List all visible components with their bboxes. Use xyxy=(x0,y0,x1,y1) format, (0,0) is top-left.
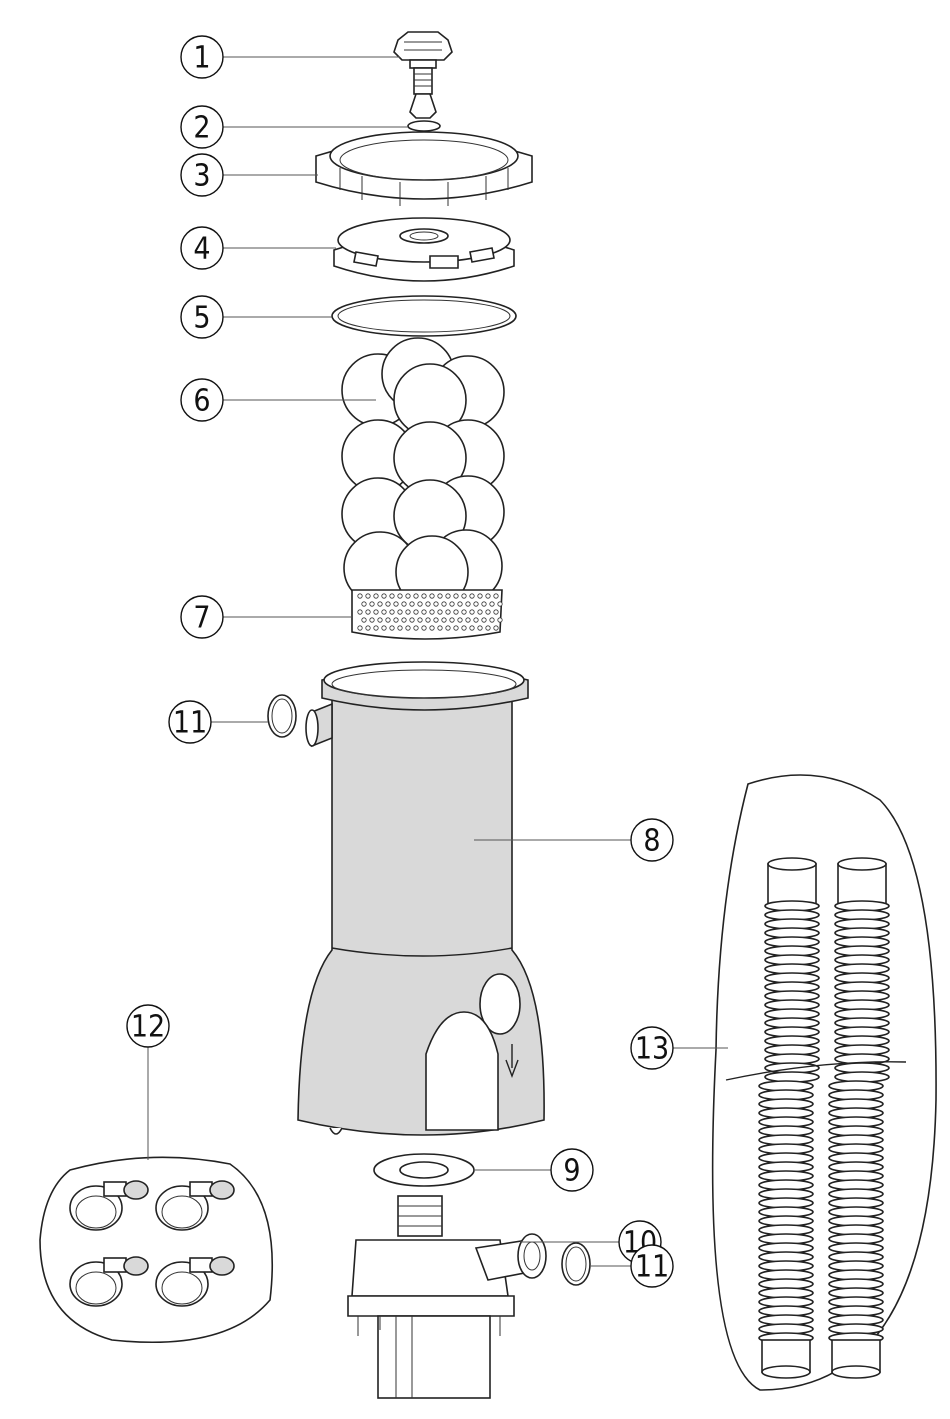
callout-c12: 12 xyxy=(127,1005,169,1160)
callout-number: 12 xyxy=(131,1010,165,1045)
callout-c1: 1 xyxy=(181,36,400,78)
callout-number: 7 xyxy=(193,601,210,636)
callout-c4: 4 xyxy=(181,227,336,269)
part-7-filter-basket xyxy=(352,590,502,639)
callout-number: 9 xyxy=(563,1154,580,1189)
callout-c7: 7 xyxy=(181,596,352,638)
callout-c3: 3 xyxy=(181,154,318,196)
part-9-gasket xyxy=(374,1154,474,1186)
part-11-o-ring-lower xyxy=(562,1243,590,1285)
callout-number: 11 xyxy=(173,706,207,741)
callout-c5: 5 xyxy=(181,296,332,338)
part-12-hose-clamps xyxy=(40,1157,272,1342)
part-3-lock-ring xyxy=(316,132,532,206)
callout-number: 13 xyxy=(635,1032,669,1067)
part-8-filter-housing xyxy=(298,662,544,1135)
callout-number: 8 xyxy=(643,824,660,859)
callout-number: 11 xyxy=(635,1250,669,1285)
part-11-o-ring-upper xyxy=(268,695,296,737)
callout-number: 4 xyxy=(193,232,210,267)
part-13-hoses xyxy=(713,775,936,1390)
part-4-filter-lid xyxy=(334,218,514,281)
part-2-o-ring xyxy=(408,121,440,131)
callout-c13: 13 xyxy=(631,1027,728,1069)
part-1-air-release-valve xyxy=(394,32,452,118)
callout-number: 3 xyxy=(193,159,210,194)
callout-c11a: 11 xyxy=(169,701,268,743)
callout-c9: 9 xyxy=(474,1149,593,1191)
callout-number: 1 xyxy=(193,41,210,76)
callout-number: 5 xyxy=(193,301,210,336)
part-6-filter-balls xyxy=(342,338,504,608)
part-10-pump xyxy=(348,1196,546,1398)
callout-number: 2 xyxy=(193,111,210,146)
callout-number: 6 xyxy=(193,384,210,419)
part-5-lid-o-ring xyxy=(332,296,516,336)
